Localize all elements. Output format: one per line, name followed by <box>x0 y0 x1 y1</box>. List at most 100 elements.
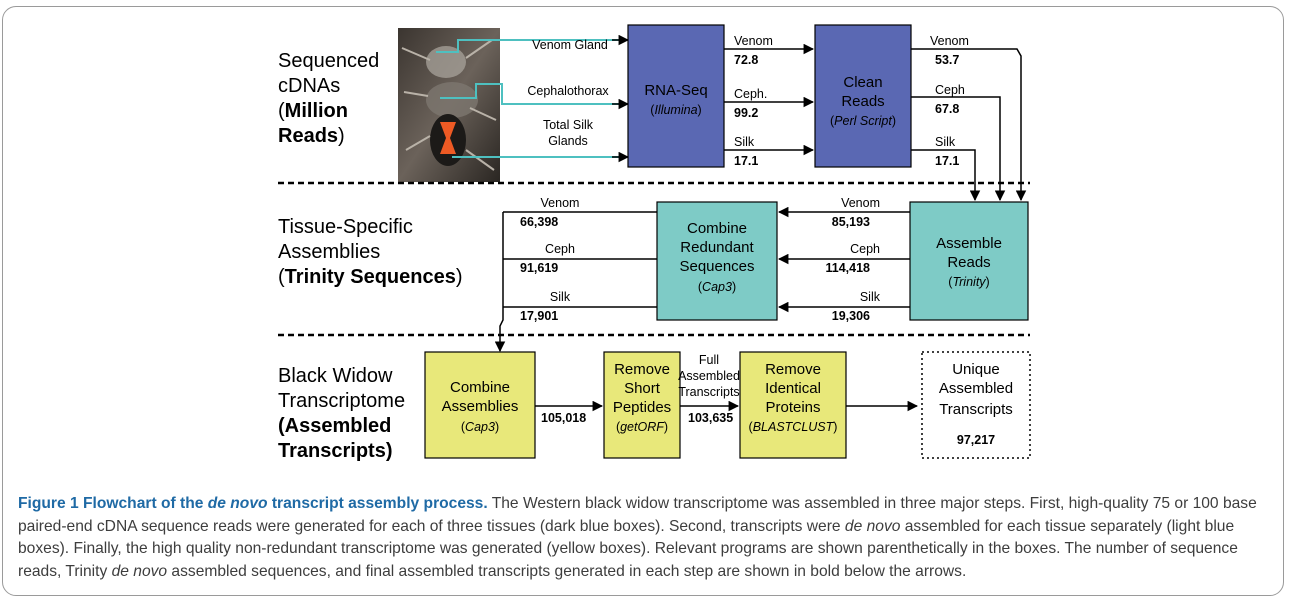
svg-text:(Cap3): (Cap3) <box>461 420 499 434</box>
rna-out-venom-value: 72.8 <box>734 53 758 67</box>
svg-text:Assembled: Assembled <box>939 380 1013 397</box>
caption-text-3: assembled sequences, and final assembled… <box>167 562 967 580</box>
section-widow-label: Black Widow Transcriptome (Assembled Tra… <box>278 365 405 462</box>
full-line3: Transcripts <box>678 385 739 399</box>
assemble-out-venom-label: Venom <box>841 196 880 210</box>
assemble-out-ceph-value: 114,418 <box>826 261 871 275</box>
svg-text:Remove: Remove <box>614 361 670 378</box>
svg-text:Unique: Unique <box>952 361 1000 378</box>
rna-out-silk-value: 17.1 <box>734 154 758 168</box>
svg-text:Peptides: Peptides <box>613 399 671 416</box>
caption-text-1: The Western black widow transcriptome wa… <box>18 495 1257 535</box>
clean-out-silk-value: 17.1 <box>935 154 959 168</box>
clean-out-silk-label: Silk <box>935 135 956 149</box>
svg-text:Clean: Clean <box>843 74 882 91</box>
paren-open: ( <box>278 100 285 122</box>
tissue-connectors <box>436 39 620 158</box>
assemble-out-silk-value: 19,306 <box>832 309 870 323</box>
svg-text:(Illumina): (Illumina) <box>650 103 701 117</box>
clean-out-venom-value: 53.7 <box>935 53 959 67</box>
tissue-cephalothorax: Cephalothorax <box>527 84 609 98</box>
svg-text:Combine: Combine <box>450 379 510 396</box>
clean-out-venom-label: Venom <box>930 34 969 48</box>
caption-title: Figure 1 Flowchart of the de novo transc… <box>18 495 488 512</box>
section-sequenced-line4: Reads <box>278 125 338 147</box>
svg-text:(Trinity): (Trinity) <box>948 275 989 289</box>
section-tissue-label: Tissue-Specific Assemblies (Trinity Sequ… <box>278 216 463 288</box>
figure-frame <box>2 6 1284 596</box>
combine-out-ceph-value: 91,619 <box>520 261 558 275</box>
assemble-reads-box: Assemble Reads (Trinity) <box>909 201 1029 321</box>
svg-text:Assemblies: Assemblies <box>442 398 519 415</box>
full-line2: Assembled <box>678 369 740 383</box>
section-sequenced-line1: Sequenced <box>278 50 379 72</box>
remove-short-box: Remove Short Peptides (getORF) <box>603 351 681 459</box>
clean-out-ceph-label: Ceph <box>935 83 965 97</box>
full-line1: Full <box>699 353 719 367</box>
svg-text:Assemble: Assemble <box>936 235 1002 252</box>
combine-out-venom-label: Venom <box>541 196 580 210</box>
clean-out-ceph-value: 67.8 <box>935 102 959 116</box>
rna-out-silk-label: Silk <box>734 135 755 149</box>
section-widow-line4: Transcripts) <box>278 440 392 462</box>
section-widow-line1: Black Widow <box>278 365 393 387</box>
remove-identical-box: Remove Identical Proteins (BLASTCLUST) <box>739 351 847 459</box>
svg-text:Short: Short <box>624 380 661 397</box>
section-tissue-line1: Tissue-Specific <box>278 216 413 238</box>
section-widow-line2: Transcriptome <box>278 390 405 412</box>
rna-out-ceph-value: 99.2 <box>734 106 758 120</box>
combine-out-venom-value: 66,398 <box>520 215 558 229</box>
clean-to-assemble-lines <box>911 48 1027 202</box>
paren-close: ) <box>338 125 345 147</box>
svg-text:(Trinity Sequences): (Trinity Sequences) <box>278 266 463 288</box>
section-widow-line3: (Assembled <box>278 415 391 437</box>
svg-text:Reads): Reads) <box>278 125 345 147</box>
assemble-out-venom-value: 85,193 <box>832 215 870 229</box>
svg-text:Reads: Reads <box>841 93 884 110</box>
rna-out-venom-label: Venom <box>734 34 773 48</box>
combine-to-widow-lines <box>494 211 657 353</box>
tissue-silk-line2: Glands <box>548 134 588 148</box>
svg-text:Reads: Reads <box>947 254 990 271</box>
section-sequenced-label: Sequenced cDNAs (Million Reads) <box>278 50 379 147</box>
svg-text:RNA-Seq: RNA-Seq <box>644 82 707 99</box>
combine-asm-out-value: 105,018 <box>541 411 586 425</box>
svg-text:(Perl Script): (Perl Script) <box>830 114 896 128</box>
svg-text:Combine: Combine <box>687 220 747 237</box>
caption-text-2: assembled for each tissue separately (li… <box>18 517 1238 580</box>
flowchart-diagram: Sequenced cDNAs (Million Reads) Tissue-S… <box>278 24 1031 462</box>
section-tissue-line3: Trinity Sequences <box>285 266 456 288</box>
tissue-venom-gland: Venom Gland <box>532 38 608 52</box>
section-sequenced-line2: cDNAs <box>278 75 340 97</box>
svg-text:Transcripts: Transcripts <box>939 401 1013 418</box>
rnaseq-box: RNA-Seq (Illumina) <box>627 24 725 168</box>
assemble-out-ceph-label: Ceph <box>850 242 880 256</box>
section-tissue-line2: Assemblies <box>278 241 380 263</box>
svg-text:Sequences: Sequences <box>679 258 754 275</box>
combine-out-silk-label: Silk <box>550 290 571 304</box>
rna-to-clean-arrows <box>724 43 815 156</box>
svg-text:(Million: (Million <box>278 100 348 122</box>
tissue-arrowheads <box>612 34 630 163</box>
svg-text:Proteins: Proteins <box>765 399 820 416</box>
svg-text:(Cap3): (Cap3) <box>698 280 736 294</box>
svg-text:Remove: Remove <box>765 361 821 378</box>
assemble-to-combine-arrows <box>777 206 910 313</box>
unique-value: 97,217 <box>957 433 995 447</box>
svg-text:(getORF): (getORF) <box>616 420 668 434</box>
svg-text:Identical: Identical <box>765 380 821 397</box>
combine-assemblies-box: Combine Assemblies (Cap3) <box>424 351 536 459</box>
clean-reads-box: Clean Reads (Perl Script) <box>814 24 912 168</box>
section-sequenced-line3: Million <box>285 100 348 122</box>
combine-redundant-box: Combine Redundant Sequences (Cap3) <box>656 201 778 321</box>
combine-out-ceph-label: Ceph <box>545 242 575 256</box>
unique-transcripts-box: Unique Assembled Transcripts 97,217 <box>921 351 1031 459</box>
svg-text:(BLASTCLUST): (BLASTCLUST) <box>749 420 838 434</box>
figure-caption: Figure 1 Flowchart of the de novo transc… <box>18 495 1257 580</box>
full-value: 103,635 <box>688 411 733 425</box>
svg-text:Redundant: Redundant <box>680 239 754 256</box>
tissue-silk-line1: Total Silk <box>543 118 594 132</box>
rna-out-ceph-label: Ceph. <box>734 87 767 101</box>
combine-out-silk-value: 17,901 <box>520 309 558 323</box>
assemble-out-silk-label: Silk <box>860 290 881 304</box>
